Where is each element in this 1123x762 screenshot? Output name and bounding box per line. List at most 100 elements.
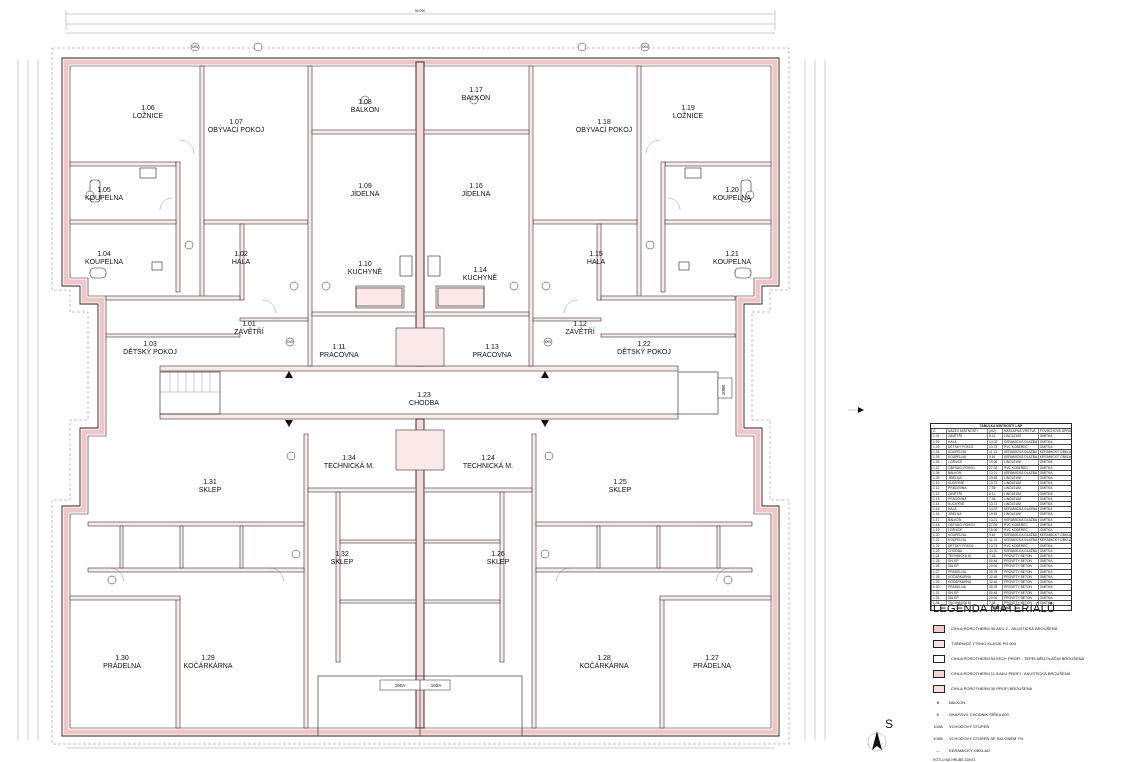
legend-note: KÓTUJ NÁ HRUBÉ ZDIVO xyxy=(933,758,976,762)
table-cell: KERAMICKÝ OBKLAD xyxy=(1037,450,1071,455)
table-cell: 7.36 xyxy=(987,496,1002,502)
table-cell: OMÍTKA xyxy=(1037,559,1071,564)
table-cell: OMÍTKA xyxy=(1037,528,1071,533)
center-upper-walls xyxy=(311,61,530,367)
table-cell: KERAMICKÁ DLAŽBA xyxy=(1002,470,1038,476)
room-number: 1.01 xyxy=(242,321,256,328)
table-cell: PROVETY BETON xyxy=(1002,564,1038,569)
table-cell: 1.21 xyxy=(931,538,946,543)
table-cell: PROVETY BETON xyxy=(1002,600,1038,606)
table-cell: 20.09 xyxy=(987,595,1002,600)
table-cell: KOUPELNA xyxy=(946,538,987,543)
legend-label: VCHODOVÝ STUPEŇ xyxy=(949,723,990,729)
table-cell: OMÍTKA xyxy=(1037,580,1071,585)
legend-swatch xyxy=(933,624,945,633)
room-name: BALKON xyxy=(351,107,379,114)
table-cell: 1.02 xyxy=(931,439,946,444)
legend-title: LEGENDA MATERIÁLŮ xyxy=(933,603,1056,615)
room-number: 1.13 xyxy=(485,344,499,351)
legend-label: CIHLA POROTHERM 30 AKU Z - AKUSTICKÁ BRO… xyxy=(951,626,1058,631)
legend-label: CIHLA POROTHERM 50 EKO+ PROFI - TEPELNĚI… xyxy=(951,656,1085,661)
table-cell: OMÍTKA xyxy=(1037,512,1071,517)
room-name: KOČÁRKÁRNA xyxy=(579,661,628,670)
table-cell: JÍDELNA xyxy=(946,512,987,517)
table-cell: 1.24 xyxy=(931,554,946,559)
table-cell: BALKON xyxy=(946,470,987,476)
table-cell: KERAMICKÁ DLAŽBA xyxy=(1002,548,1038,554)
legend-symbol: 100A xyxy=(933,723,943,729)
room-number: 1.19 xyxy=(681,105,695,112)
room-number: 1.22 xyxy=(637,341,651,348)
room-name: OBÝVACÍ POKOJ xyxy=(208,125,264,134)
room-name: KOUPELNA xyxy=(85,259,123,266)
table-cell: 25.78 xyxy=(987,569,1002,574)
legend-item: CIHLA POROTHERM 30 AKU Z - AKUSTICKÁ BRO… xyxy=(933,621,1103,636)
room-number: 1.14 xyxy=(473,267,487,274)
table-cell: 32.46 xyxy=(987,580,1002,585)
table-cell: KERAMICKÁ DLAŽBA xyxy=(1002,533,1038,538)
table-cell: OMÍTKA xyxy=(1037,600,1071,606)
room-schedule-table: TABULKA MÍSTNOSTÍ 1.NP Č.NÁZEV MÍSTNOSTI… xyxy=(930,423,1072,612)
room-name: PRÁDELNA xyxy=(693,661,731,670)
room-name: CHODBA xyxy=(409,400,439,407)
room-number: 1.08 xyxy=(358,99,372,106)
legend-label: TVÁRNICE YTONG KLASIK PD 500 xyxy=(951,641,1016,646)
table-cell: HALA xyxy=(946,507,987,512)
room-schedule-total: 837.31 m2 xyxy=(931,606,1071,611)
sanitary-fixtures xyxy=(89,167,752,307)
table-cell: 8.11 xyxy=(987,491,1002,496)
table-cell: KOUPELNA xyxy=(946,450,987,455)
legend-materials: CIHLA POROTHERM 30 AKU Z - AKUSTICKÁ BRO… xyxy=(933,621,1103,696)
table-cell: LINOLEUM xyxy=(1002,460,1038,465)
table-cell: 1.17 xyxy=(931,517,946,522)
table-cell: SKLEP xyxy=(946,564,987,569)
room-number: 1.09 xyxy=(358,183,372,190)
room-name: KOUPELNA xyxy=(713,259,751,266)
table-cell: PROVETY BETON xyxy=(1002,574,1038,580)
table-cell: 1.09 xyxy=(931,476,946,481)
table-cell: KOČÁRKÁRNA xyxy=(946,580,987,585)
table-cell: DĚTSKÝ POKOJ xyxy=(946,543,987,548)
legend-swatch xyxy=(933,684,945,693)
table-cell: LOŽNICE xyxy=(946,460,987,465)
room-name: DĚTSKÝ POKOJ xyxy=(617,347,671,356)
table-cell: OMÍTKA xyxy=(1037,569,1071,574)
table-cell: PRÁDELNA xyxy=(946,569,987,574)
table-cell: TECHNICKÁ M. xyxy=(946,600,987,606)
table-cell: OMÍTKA xyxy=(1037,543,1071,548)
table-cell: OMÍTKA xyxy=(1037,574,1071,580)
room-number: 1.04 xyxy=(97,251,111,258)
table-cell: 11.13 xyxy=(987,450,1002,455)
table-cell: 1.04 xyxy=(931,450,946,455)
table-cell: 1.20 xyxy=(931,533,946,538)
table-cell: LINOLEUM xyxy=(1002,481,1038,486)
table-cell: 1.19 xyxy=(931,528,946,533)
corridor-wall-bottom xyxy=(159,413,679,420)
table-cell: 1.29 xyxy=(931,580,946,585)
table-header-cell: (m2) xyxy=(987,429,1002,434)
entrance-step-label: 100A xyxy=(431,683,442,688)
room-number: 1.34 xyxy=(342,455,356,462)
door-tags xyxy=(85,42,755,585)
room-number: 1.12 xyxy=(573,321,587,328)
apartment-left-walls xyxy=(69,65,313,367)
table-cell: 8.11 xyxy=(987,434,1002,439)
room-number: 1.03 xyxy=(143,341,157,348)
table-cell: KUCHYNĚ xyxy=(946,481,987,486)
stair-left xyxy=(159,371,221,415)
table-cell: ZÁVĚTŘÍ xyxy=(946,434,987,439)
